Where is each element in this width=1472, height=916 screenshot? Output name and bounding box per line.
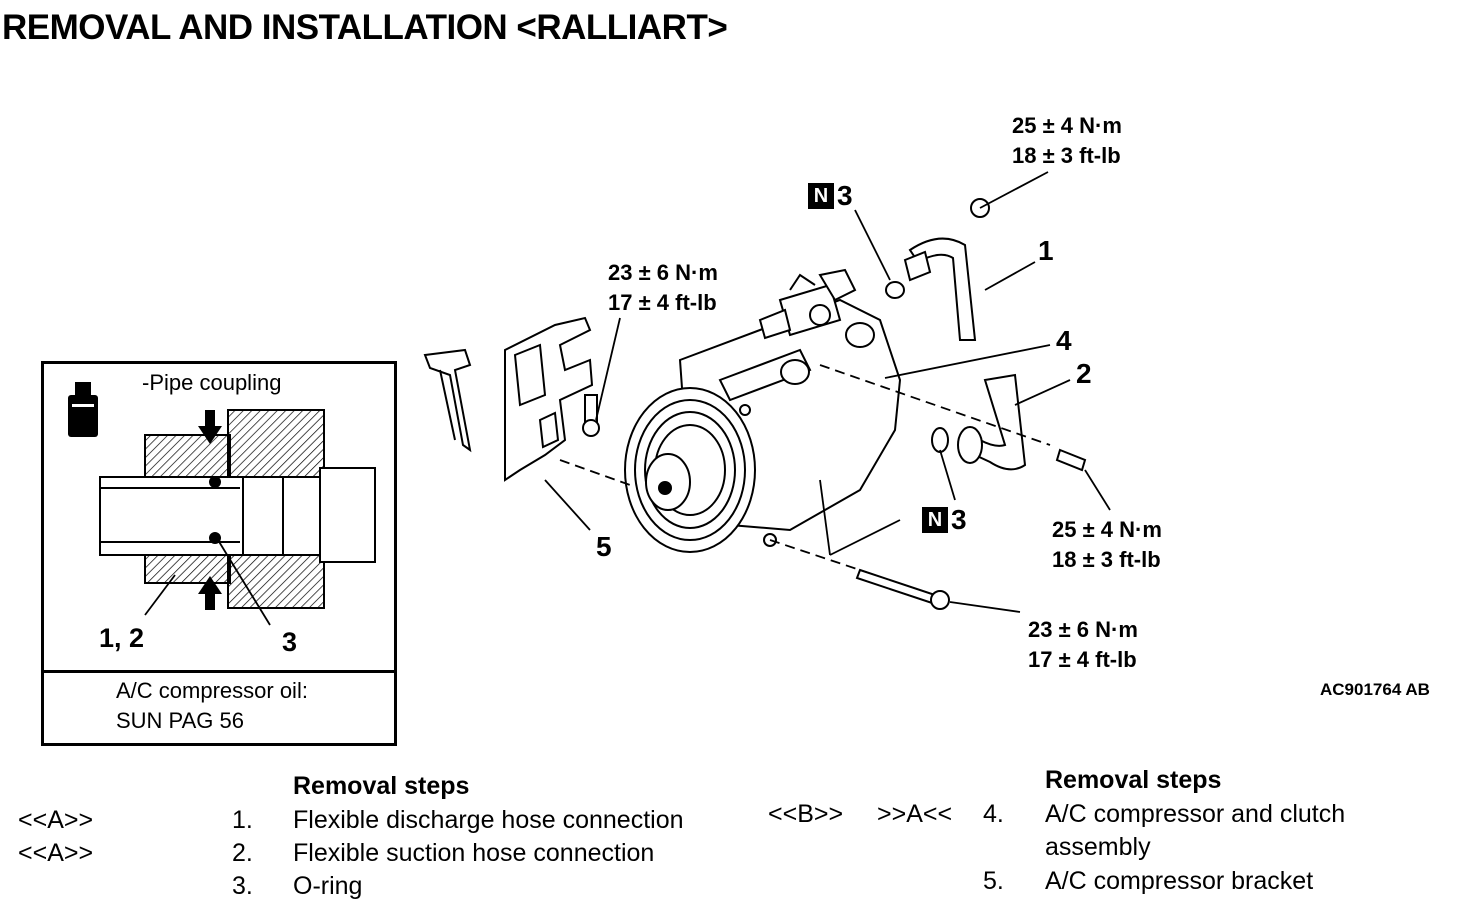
suction-hose	[931, 373, 1087, 472]
torque-ftlb: 17 ± 4 ft-lb	[608, 290, 717, 315]
oil-spec-line1: A/C compressor oil:	[116, 678, 308, 703]
pipe-coupling-inset: -Pipe coupling 1, 2 3 A/C compressor oil…	[41, 361, 397, 746]
step-number: 5.	[983, 867, 1004, 895]
step-text: Flexible suction hose connection	[293, 839, 655, 867]
callout-4: 4	[1056, 325, 1072, 356]
oil-spec-line2: SUN PAG 56	[116, 708, 244, 733]
inset-divider	[44, 670, 394, 673]
torque-ftlb: 17 ± 4 ft-lb	[1028, 647, 1137, 672]
step-text: A/C compressor and clutch	[1045, 800, 1346, 828]
leader-lines	[544, 171, 1111, 613]
torque-nm: 23 ± 6 N·m	[1028, 617, 1138, 642]
step-mark: <<A>>	[18, 839, 94, 867]
oil-can-icon	[68, 382, 98, 437]
torque-spec-bracket-bolt: 23 ± 6 N·m 17 ± 4 ft-lb	[608, 258, 718, 318]
arrow-down-icon	[198, 410, 222, 444]
step-text: A/C compressor bracket	[1045, 867, 1314, 895]
step-number: 3.	[232, 872, 253, 900]
figure-code: AC901764 AB	[1320, 680, 1430, 699]
step-text: O-ring	[293, 872, 363, 900]
torque-ftlb: 18 ± 3 ft-lb	[1012, 143, 1121, 168]
torque-spec-compressor-bolt: 23 ± 6 N·m 17 ± 4 ft-lb	[1028, 615, 1138, 675]
bolts	[582, 394, 950, 610]
discharge-hose	[885, 198, 990, 341]
non-reusable-badge: N	[922, 507, 948, 533]
pipe-coupling-detail	[99, 409, 376, 609]
step-text-continued: assembly	[1045, 833, 1151, 861]
torque-ftlb: 18 ± 3 ft-lb	[1052, 547, 1161, 572]
torque-nm: 25 ± 4 N·m	[1052, 517, 1162, 542]
inset-leaders	[144, 539, 271, 626]
torque-spec-hose1: 25 ± 4 N·m 18 ± 3 ft-lb	[1012, 111, 1122, 171]
callout-5: 5	[596, 531, 612, 562]
step-text: Flexible discharge hose connection	[293, 806, 684, 834]
inset-label-1-2: 1, 2	[99, 623, 145, 653]
step-number: 4.	[983, 800, 1004, 828]
page-title: REMOVAL AND INSTALLATION <RALLIART>	[2, 8, 728, 47]
step-number: 1.	[232, 806, 253, 834]
steps-left-header: Removal steps	[293, 772, 470, 800]
inset-caption: -Pipe coupling	[142, 370, 282, 395]
arrow-up-icon	[198, 576, 222, 610]
inset-label-3: 3	[282, 627, 298, 657]
step-number: 2.	[232, 839, 253, 867]
torque-spec-hose2: 25 ± 4 N·m 18 ± 3 ft-lb	[1052, 515, 1162, 575]
torque-nm: 25 ± 4 N·m	[1012, 113, 1122, 138]
compressor-bracket	[423, 316, 594, 482]
steps-right-header: Removal steps	[1045, 766, 1222, 794]
step-mark: <<B>>	[768, 800, 844, 828]
torque-nm: 23 ± 6 N·m	[608, 260, 718, 285]
step-mark: <<A>>	[18, 806, 94, 834]
callout-2: 2	[1076, 358, 1092, 389]
compressor-body	[624, 268, 902, 553]
callout-1: 1	[1038, 235, 1054, 266]
non-reusable-badge: N	[808, 183, 834, 209]
step-mark: >>A<<	[877, 800, 953, 828]
